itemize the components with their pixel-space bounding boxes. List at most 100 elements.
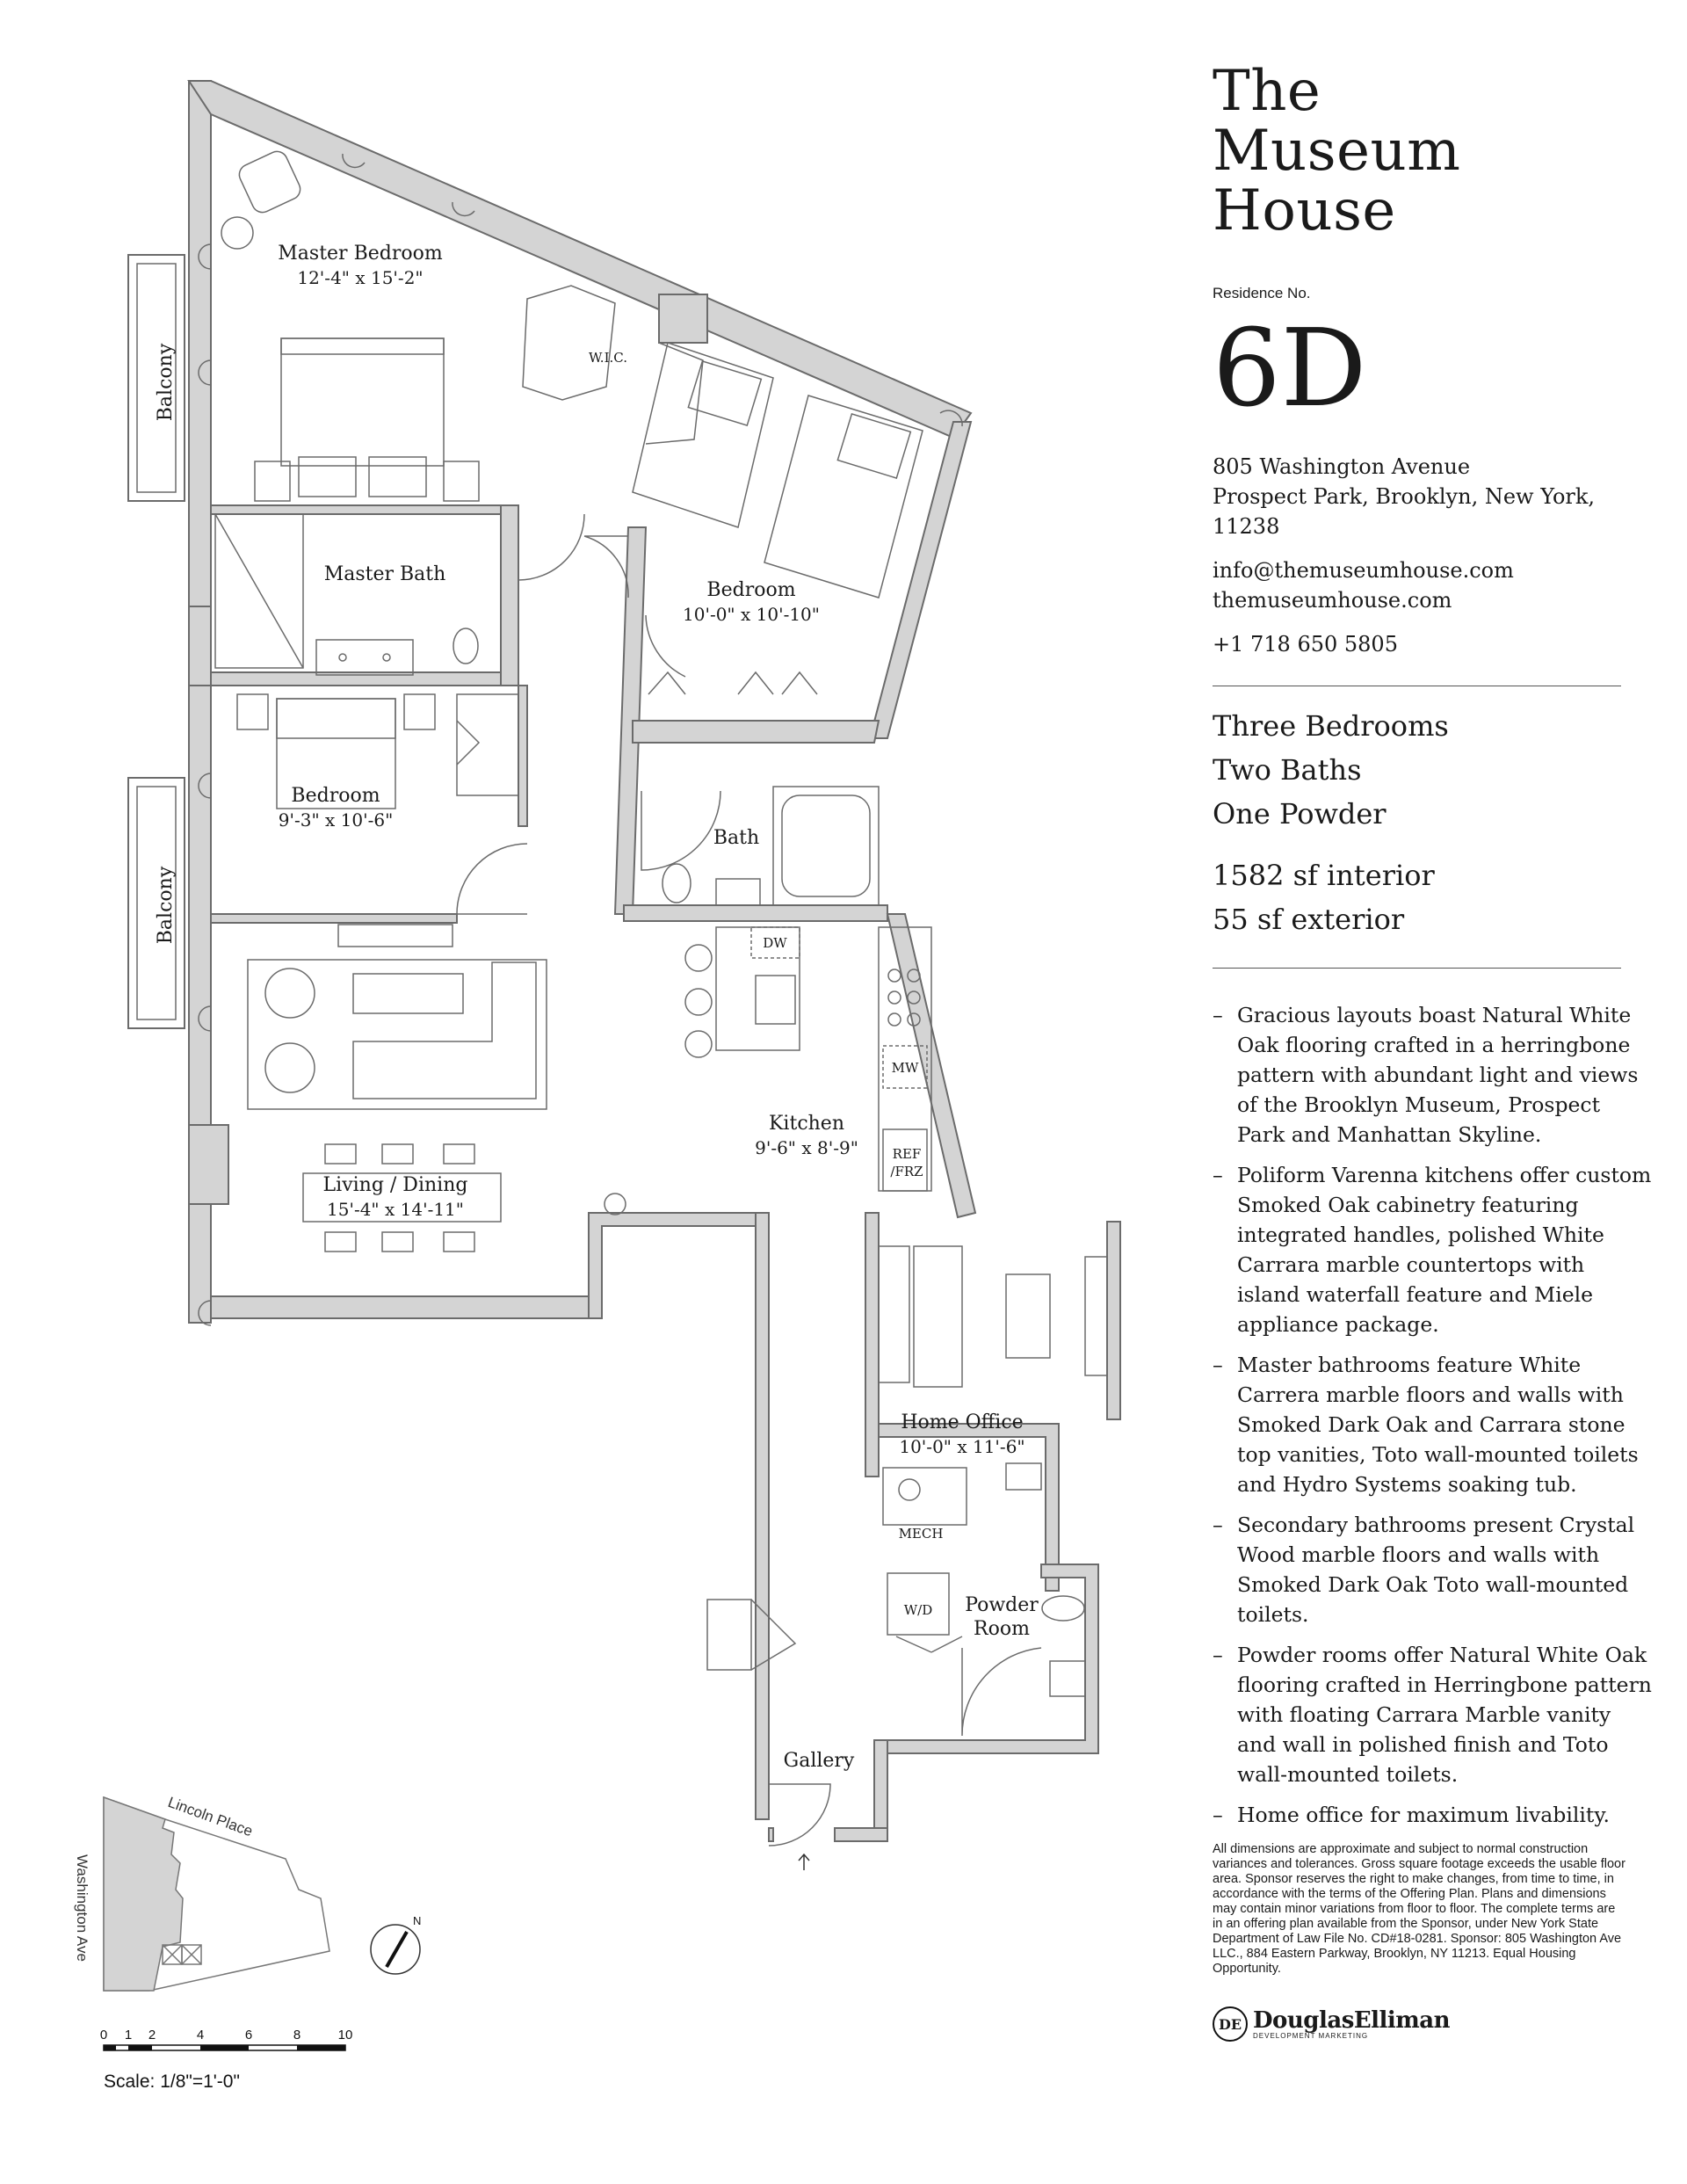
bedroom2-dims: 10'-0" x 10'-10" bbox=[683, 604, 820, 625]
bullet-dash: – bbox=[1213, 1513, 1223, 1537]
bedroom3-door bbox=[456, 843, 528, 915]
bedroom3-south-wall bbox=[210, 913, 458, 924]
ref-label-2: /FRZ bbox=[890, 1164, 923, 1179]
divider bbox=[1213, 968, 1621, 969]
master-bath-door bbox=[518, 513, 585, 581]
scale-tick: 6 bbox=[245, 2028, 252, 2043]
building-name-line: House bbox=[1213, 178, 1396, 243]
living-label: Living / Dining bbox=[323, 1174, 468, 1196]
wd-label: W/D bbox=[904, 1602, 933, 1618]
info-panel: The Museum House Residence No. 6D 805 Wa… bbox=[1213, 62, 1652, 2042]
closet-wall bbox=[632, 720, 880, 744]
east-wall-upper bbox=[868, 421, 973, 739]
logo-mark-icon: DE bbox=[1213, 2006, 1248, 2042]
broker-name: DouglasElliman bbox=[1253, 2006, 1451, 2034]
balcony-label-lower: Balcony bbox=[155, 866, 177, 944]
scale-label: Scale: 1/8"=1'-0" bbox=[104, 2072, 240, 2092]
bedroom3-east-wall bbox=[518, 685, 528, 827]
feature-item: –Gracious layouts boast Natural White Oa… bbox=[1213, 1000, 1652, 1150]
north-label: N bbox=[413, 1914, 421, 1927]
bedroom3-label: Bedroom bbox=[291, 785, 380, 807]
column bbox=[658, 294, 708, 344]
feature-item: –Secondary bathrooms present Crystal Woo… bbox=[1213, 1510, 1652, 1629]
email-link[interactable]: info@themuseumhouse.com bbox=[1213, 558, 1514, 583]
address-line-1: 805 Washington Avenue bbox=[1213, 454, 1471, 479]
powder-label-2: Room bbox=[974, 1618, 1030, 1640]
residence-label: Residence No. bbox=[1213, 285, 1311, 301]
keyplan-street-washington: Washington Ave bbox=[74, 1854, 91, 1962]
interior-area: 1582 sf interior bbox=[1213, 859, 1435, 892]
feature-item: –Home office for maximum livability. bbox=[1213, 1800, 1652, 1830]
bedroom2-entry-door bbox=[645, 614, 686, 678]
dw-label: DW bbox=[763, 935, 787, 951]
scale-tick: 0 bbox=[100, 2028, 107, 2043]
floor-plan: Master Bedroom 12'-4" x 15'-2" W.I.C. Ma… bbox=[74, 80, 1121, 2092]
master-bath-label: Master Bath bbox=[324, 563, 446, 585]
scale-tick: 2 bbox=[148, 2028, 156, 2043]
bullet-dash: – bbox=[1213, 1353, 1223, 1377]
keyplan-street-lincoln: Lincoln Place bbox=[166, 1794, 256, 1839]
feature-item: –Poliform Varenna kitchens offer custom … bbox=[1213, 1160, 1652, 1339]
gallery-south-wall-right bbox=[834, 1827, 888, 1842]
master-bed bbox=[280, 337, 445, 467]
feature-text: Home office for maximum livability. bbox=[1237, 1803, 1610, 1827]
living-south-wall bbox=[210, 1295, 597, 1319]
north-arrow-icon bbox=[370, 1924, 421, 1975]
building-name-line: The bbox=[1213, 59, 1321, 124]
entry-arrow-icon bbox=[798, 1853, 810, 1870]
contact: info@themuseumhouse.com themuseumhouse.c… bbox=[1213, 555, 1652, 615]
address-line-2: Prospect Park, Brooklyn, New York, 11238 bbox=[1213, 484, 1596, 539]
living-dims: 15'-4" x 14'-11" bbox=[327, 1199, 464, 1220]
home-office-dims: 10'-0" x 11'-6" bbox=[899, 1436, 1025, 1457]
powder-count: One Powder bbox=[1213, 797, 1387, 831]
bullet-dash: – bbox=[1213, 1003, 1223, 1027]
office-west-wall bbox=[865, 1212, 880, 1477]
mw-label: MW bbox=[892, 1060, 919, 1076]
gallery-east-wall bbox=[873, 1739, 888, 1842]
living-rug bbox=[247, 959, 547, 1110]
bath-south-wall bbox=[623, 904, 888, 922]
kitchen-island bbox=[715, 926, 800, 1051]
bedroom-count: Three Bedrooms bbox=[1213, 709, 1449, 743]
building-name: The Museum House bbox=[1213, 62, 1652, 241]
powder-label-1: Powder bbox=[965, 1594, 1039, 1616]
gallery-west-wall bbox=[755, 1212, 770, 1820]
dining-table bbox=[302, 1172, 502, 1223]
feature-text: Powder rooms offer Natural White Oak flo… bbox=[1237, 1643, 1652, 1787]
home-office-label: Home Office bbox=[901, 1411, 1023, 1433]
broker-tagline: DEVELOPMENT MARKETING bbox=[1253, 2031, 1369, 2040]
feature-item: –Powder rooms offer Natural White Oak fl… bbox=[1213, 1640, 1652, 1789]
key-plan bbox=[103, 1796, 330, 1992]
bedroom3-dims: 9'-3" x 10'-6" bbox=[279, 809, 394, 831]
address: 805 Washington Avenue Prospect Park, Bro… bbox=[1213, 452, 1652, 541]
legal-disclaimer: All dimensions are approximate and subje… bbox=[1213, 1842, 1625, 1976]
scale-bar bbox=[103, 2044, 346, 2051]
douglas-elliman-logo: DE DouglasElliman DEVELOPMENT MARKETING bbox=[1213, 2006, 1652, 2042]
feature-text: Gracious layouts boast Natural White Oak… bbox=[1237, 1003, 1639, 1147]
feature-text: Master bathrooms feature White Carrera m… bbox=[1237, 1353, 1639, 1497]
master-bath-east-wall bbox=[500, 504, 519, 686]
office-east-wall bbox=[1106, 1221, 1121, 1420]
bath-count: Two Baths bbox=[1213, 753, 1362, 787]
wic-label: W.I.C. bbox=[589, 350, 627, 366]
feature-item: –Master bathrooms feature White Carrera … bbox=[1213, 1350, 1652, 1499]
bedroom2-label: Bedroom bbox=[706, 579, 795, 601]
gallery-label: Gallery bbox=[784, 1750, 855, 1772]
bullet-dash: – bbox=[1213, 1163, 1223, 1187]
scale-tick: 10 bbox=[338, 2028, 353, 2043]
mech-label: MECH bbox=[899, 1526, 944, 1542]
column bbox=[188, 1124, 229, 1205]
feature-list: –Gracious layouts boast Natural White Oa… bbox=[1213, 1000, 1652, 1830]
hall-west-wall bbox=[588, 1212, 757, 1319]
bath-label: Bath bbox=[713, 827, 759, 849]
phone-number[interactable]: +1 718 650 5805 bbox=[1213, 632, 1398, 657]
closet-door-office bbox=[895, 1636, 963, 1653]
entry-door bbox=[768, 1783, 831, 1847]
gallery-south-wall bbox=[768, 1827, 774, 1842]
ref-label-1: REF bbox=[893, 1146, 922, 1162]
website-link[interactable]: themuseumhouse.com bbox=[1213, 588, 1452, 613]
bath-door bbox=[641, 790, 721, 871]
bullet-dash: – bbox=[1213, 1803, 1223, 1827]
master-bedroom-dims: 12'-4" x 15'-2" bbox=[297, 267, 423, 288]
residence-number: 6D bbox=[1213, 306, 1367, 431]
